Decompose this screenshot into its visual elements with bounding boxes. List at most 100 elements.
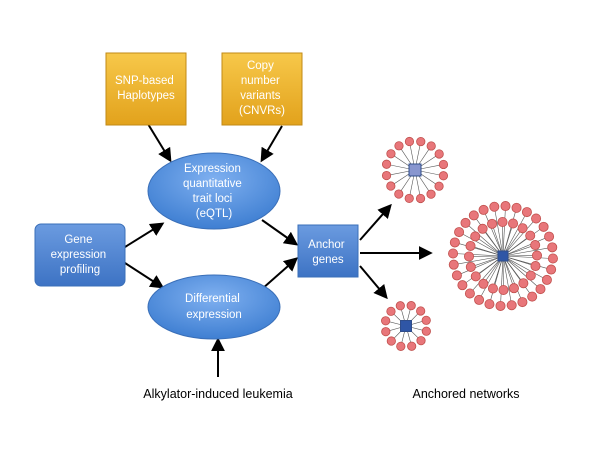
network-edge: [502, 255, 523, 303]
network-leaf-node: [386, 336, 396, 346]
network-leaf-node: [386, 306, 396, 316]
network-leaf-node: [465, 240, 476, 251]
differential-expression-label: Differential expression: [185, 293, 243, 321]
network-leaf-node: [421, 315, 431, 325]
network-leaf-node: [547, 242, 558, 253]
network-leaf-node: [404, 193, 414, 204]
network-leaf-node: [448, 248, 459, 259]
network-leaf-node: [487, 218, 498, 229]
network-leaf-node: [381, 170, 392, 181]
network-edge: [502, 218, 537, 257]
network-edge: [502, 206, 506, 257]
arrow-cnv-to-eqtl: [260, 125, 283, 163]
network-leaf-node: [517, 297, 528, 308]
network-edge: [502, 255, 548, 281]
network-leaf-node: [530, 240, 541, 251]
network-leaf-node: [535, 284, 546, 295]
connector-arrows: [124, 123, 433, 377]
network-leaf-node: [484, 299, 495, 310]
network-leaf-node: [465, 261, 476, 272]
network-leaf-node: [416, 136, 426, 147]
network-leaf-node: [421, 326, 431, 336]
network-edge: [502, 255, 512, 306]
network-leaf-node: [451, 270, 462, 281]
network-edge: [494, 206, 504, 257]
network-leaf-node: [438, 159, 449, 170]
network-leaf-node: [381, 316, 391, 326]
network-small-bottom: [381, 301, 431, 351]
network-leaf-node: [500, 201, 511, 212]
gene-expression-profiling-label: Gene expression profiling: [51, 234, 110, 276]
arrow-anchor-to-bottom-network: [359, 265, 388, 300]
network-edge: [483, 209, 504, 257]
network-leaf-node: [521, 207, 532, 218]
network-leaf-node: [508, 218, 519, 229]
network-leaf-node: [464, 251, 475, 262]
network-leaf-node: [474, 294, 485, 305]
network-leaf-node: [460, 217, 471, 228]
network-leaf-node: [449, 237, 460, 248]
eqtl-label: Expression quantitative trait loci (eQTL…: [183, 163, 245, 220]
network-leaf-node: [489, 201, 500, 212]
network-leaf-node: [470, 231, 481, 242]
network-leaf-node: [415, 193, 426, 204]
network-leaf-node: [406, 301, 416, 311]
network-large-right: [448, 201, 558, 311]
arrow-gene-to-eqtl: [124, 222, 165, 248]
network-edge: [500, 255, 504, 306]
network-leaf-node: [404, 136, 415, 147]
network-edge: [502, 255, 553, 259]
network-leaf-node: [525, 230, 536, 241]
network-leaf-node: [395, 301, 405, 311]
leukemia-caption: Alkylator-induced leukemia: [143, 387, 292, 401]
eqtl-ellipse: Expression quantitative trait loci (eQTL…: [147, 152, 281, 230]
network-leaf-node: [478, 204, 489, 215]
copy-number-variants-box: Copy number variants (CNVRs): [221, 52, 303, 126]
network-leaf-node: [416, 306, 426, 316]
arrow-gene-to-diff: [124, 262, 165, 289]
arrow-diff-to-anchor: [261, 257, 299, 290]
network-leaf-node: [547, 253, 558, 264]
network-leaf-node: [381, 327, 391, 337]
network-leaf-node: [531, 250, 542, 261]
network-edge: [456, 255, 504, 276]
network-leaf-node: [508, 283, 519, 294]
network-leaf-node: [470, 271, 481, 282]
arrow-eqtl-to-anchor: [261, 219, 299, 246]
network-leaf-node: [518, 278, 529, 289]
arrow-anchor-to-top-network: [359, 203, 392, 241]
arrow-snp-to-eqtl: [147, 123, 172, 163]
network-leaf-node: [394, 141, 404, 151]
network-edge: [502, 211, 528, 257]
network-leaf-node: [497, 217, 508, 228]
network-edge: [453, 253, 504, 257]
network-leaf-node: [541, 274, 552, 285]
network-hub-node: [400, 320, 412, 332]
network-edge: [453, 255, 504, 265]
network-leaf-node: [438, 171, 449, 181]
network-leaf-node: [506, 300, 517, 311]
network-leaf-node: [434, 181, 444, 191]
networks-caption: Anchored networks: [412, 387, 519, 401]
network-leaf-node: [517, 223, 528, 234]
network-edge: [502, 247, 553, 257]
network-leaf-node: [525, 270, 536, 281]
network-edge: [502, 255, 541, 290]
network-leaf-node: [434, 149, 444, 159]
network-leaf-node: [396, 341, 406, 351]
network-leaf-node: [468, 210, 479, 221]
network-edge: [502, 236, 550, 257]
network-leaf-node: [498, 284, 509, 295]
network-hub-node: [408, 163, 422, 177]
network-leaf-node: [448, 259, 459, 270]
network-leaf-node: [487, 283, 498, 294]
network-edge: [469, 255, 504, 294]
network-leaf-node: [530, 261, 541, 272]
network-leaf-node: [386, 181, 396, 191]
network-leaf-node: [464, 288, 475, 299]
gene-expression-profiling-box: Gene expression profiling: [34, 223, 126, 287]
network-leaf-node: [426, 189, 436, 199]
copy-number-variants-label: Copy number variants (CNVRs): [239, 60, 285, 117]
network-leaf-node: [546, 264, 557, 275]
